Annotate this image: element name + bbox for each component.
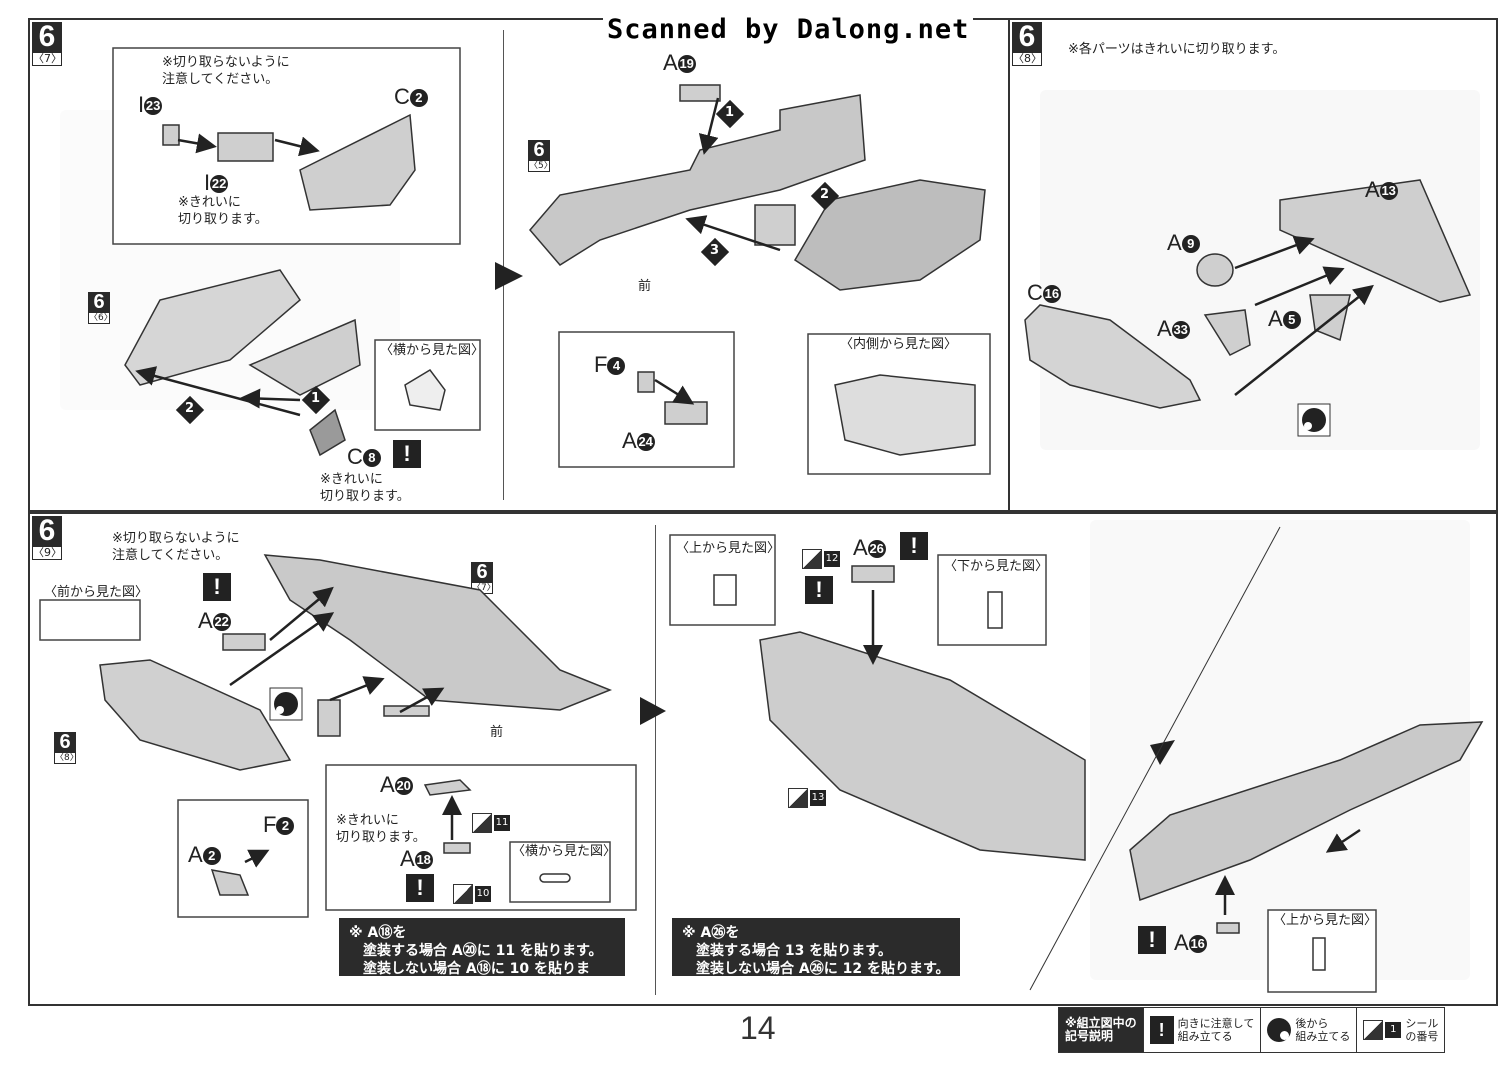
view-top-label: 〈上から見た図〉 [676, 541, 781, 556]
caution-icon-a26-b: ! [805, 576, 833, 604]
a18-instruction-box: ※ A⑱を 塗装する場合 A⑳に 11 を貼ります。 塗装しない場合 A⑱に 1… [339, 918, 625, 995]
note-clean-cut-a20: ※きれいに 切り取ります。 [336, 813, 426, 845]
caution-icon-c8: ! [393, 440, 421, 468]
seal-icon [472, 813, 492, 833]
caution-icon-a26: ! [900, 532, 928, 560]
legend-excl: ! 向きに注意して 組み立てる [1144, 1008, 1262, 1052]
step-arrow-2-p1: 2 [185, 401, 195, 416]
legend-back-text: 後から 組み立てる [1295, 1017, 1351, 1043]
a18-line-1: ※ A⑱を [349, 925, 407, 941]
view-front-label: 〈前から見た図〉 [44, 585, 149, 600]
a18-line-3: 塗装しない場合 A⑱に 10 を貼ります。 [363, 961, 590, 995]
a26-instruction-box: ※ A㉖を 塗装する場合 13 を貼ります。 塗装しない場合 A㉖に 12 を貼… [672, 918, 960, 977]
page-number: 14 [740, 1010, 776, 1046]
symbol-legend: ※組立図中の 記号説明 ! 向きに注意して 組み立てる 後から 組み立てる 1 … [1058, 1007, 1446, 1053]
view-side2-label: 〈横から見た図〉 [512, 844, 617, 859]
bottom-section-frame [28, 512, 1498, 1006]
a26-line-1: ※ A㉖を [682, 925, 740, 941]
divider-v1 [503, 30, 504, 500]
note-careful-cut: ※切り取らないように 注意してください。 [162, 55, 290, 87]
seal-11: 11 [472, 813, 510, 833]
note-clean-cut: ※きれいに 切り取ります。 [178, 195, 268, 227]
seal-icon [802, 549, 822, 569]
step-6-8: 6〈8〉 [1012, 20, 1042, 66]
front-direction-label: 前 [638, 279, 652, 294]
a18-line-2: 塗装する場合 A⑳に 11 を貼ります。 [363, 943, 603, 959]
step-arrow-3-p2: 3 [710, 243, 720, 258]
legend-back: 後から 組み立てる [1261, 1008, 1358, 1052]
note-clean-cut-c8: ※きれいに 切り取ります。 [320, 472, 410, 504]
ref-6-8: 6〈8〉 [54, 731, 79, 764]
step-arrow-1-p2: 1 [725, 105, 735, 120]
front-direction-label-2: 前 [490, 725, 504, 740]
assemble-later-icon [1267, 1018, 1292, 1042]
step-arrow-1-p1: 1 [311, 391, 321, 406]
a26-line-2: 塗装する場合 13 を貼ります。 [696, 943, 892, 959]
view-top2-label: 〈上から見た図〉 [1273, 913, 1378, 928]
note-all-clean: ※各パーツはきれいに切り取ります。 [1068, 42, 1286, 57]
seal-10: 10 [453, 884, 491, 904]
seal-13: 13 [788, 788, 826, 808]
caution-icon: ! [1149, 1016, 1174, 1044]
caution-icon-a18: ! [406, 874, 434, 902]
legend-head: ※組立図中の 記号説明 [1059, 1008, 1144, 1052]
caution-icon-a22: ! [203, 573, 231, 601]
seal-12: 12 [802, 549, 840, 569]
divider-v2 [1008, 18, 1010, 512]
step-6-7: 6〈7〉 [32, 20, 62, 66]
step-6-9: 6〈9〉 [32, 514, 62, 560]
caution-icon-a16: ! [1138, 926, 1166, 954]
note-careful-cut-2: ※切り取らないように 注意してください。 [112, 531, 240, 563]
legend-excl-text: 向きに注意して 組み立てる [1177, 1017, 1255, 1043]
view-inside-label: 〈内側から見た図〉 [840, 337, 958, 352]
seal-icon: 1 [1363, 1020, 1402, 1040]
ref-6-5: 6〈5〉 [528, 139, 553, 172]
legend-seal-text: シール の番号 [1405, 1017, 1439, 1043]
seal-icon [453, 884, 473, 904]
seal-icon [788, 788, 808, 808]
divider-v3 [655, 525, 656, 995]
ref-6-6: 6〈6〉 [88, 291, 113, 324]
view-side-label: 〈横から見た図〉 [380, 343, 485, 358]
watermark: Scanned by Dalong.net [603, 14, 974, 45]
legend-seal: 1 シール の番号 [1357, 1008, 1444, 1052]
view-bottom-label: 〈下から見た図〉 [944, 559, 1049, 574]
a26-line-3: 塗装しない場合 A㉖に 12 を貼ります。 [696, 961, 950, 977]
step-arrow-2-p2: 2 [820, 187, 830, 202]
